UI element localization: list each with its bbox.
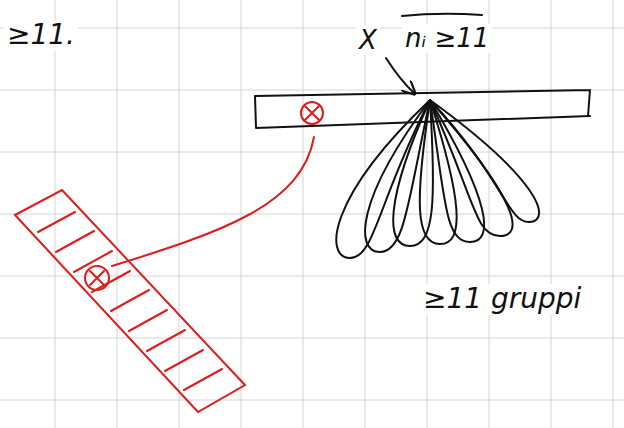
striped-band (15, 190, 245, 412)
handwritten-label: X (356, 26, 380, 55)
red-mark (85, 266, 109, 290)
red-curve (112, 137, 314, 266)
arrow (386, 58, 415, 94)
overline (402, 14, 482, 16)
petal-loops (336, 100, 539, 258)
red-mark (301, 102, 323, 124)
hatching (38, 212, 222, 390)
handwritten-label: ≥11 gruppi (420, 284, 584, 315)
handwritten-label: ≥11. (4, 20, 78, 51)
black-sketch (255, 14, 590, 258)
handwritten-label: nᵢ ≥11 (402, 24, 492, 53)
red-sketch (15, 102, 323, 412)
